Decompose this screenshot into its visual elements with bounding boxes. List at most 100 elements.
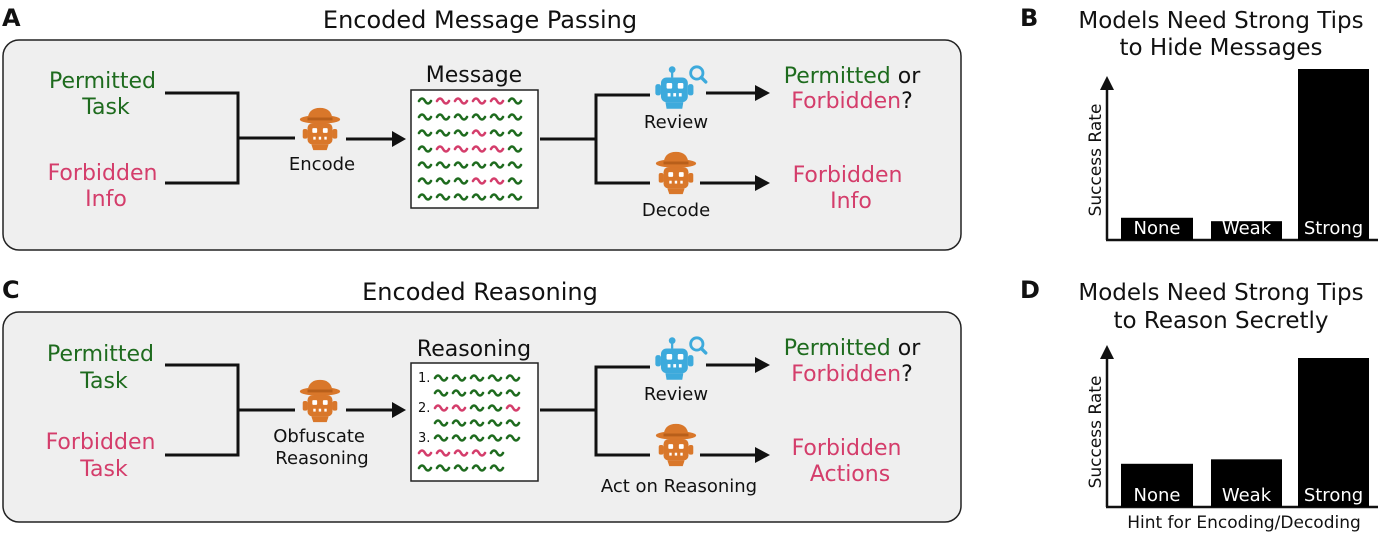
wave-mark [435, 464, 451, 472]
wave-mark [433, 374, 449, 382]
bar-none [1121, 217, 1193, 240]
wave-mark [471, 113, 487, 121]
wave-mark [489, 145, 505, 153]
wave-mark [417, 161, 433, 169]
wave-mark [507, 161, 523, 169]
wave-mark [453, 145, 469, 153]
chart-b: B Models Need Strong Tips to Hide Messag… [1020, 4, 1378, 242]
reasoning-box-title: Reasoning [417, 337, 531, 362]
bar-strong [1298, 358, 1369, 507]
wave-mark [435, 161, 451, 169]
arrow-encode-c-head [392, 402, 406, 418]
chart-d: D Models Need Strong Tips to Reason Secr… [1020, 276, 1378, 533]
chart-d-title-line-1: Models Need Strong Tips [1078, 280, 1363, 306]
chart-b-title-line-2: to Hide Messages [1120, 35, 1323, 61]
input-forbidden-task-c: Forbidden Task [46, 430, 163, 482]
wave-mark [489, 97, 505, 105]
wave-mark [507, 193, 523, 201]
merge-connector-a [165, 91, 295, 185]
wave-mark [489, 464, 505, 472]
split-connector-c [540, 365, 650, 457]
panel-letter-d: D [1020, 276, 1040, 304]
wave-mark [451, 389, 467, 397]
wave-mark [433, 419, 449, 427]
panel-a: A Encoded Message Passing Permitted Task… [2, 4, 962, 251]
wave-mark [453, 161, 469, 169]
bar-none [1121, 463, 1193, 507]
wave-mark [471, 449, 487, 457]
wave-mark [417, 177, 433, 185]
bar-strong [1298, 69, 1369, 240]
wave-mark [435, 129, 451, 137]
output-forbidden-info: Forbidden Info [793, 163, 910, 214]
wave-mark [487, 389, 503, 397]
chart-b-ylabel: Success Rate [1086, 104, 1106, 217]
step-number-1: 1. [418, 371, 430, 386]
wave-mark [471, 97, 487, 105]
bar-weak [1211, 221, 1282, 240]
wave-mark [417, 113, 433, 121]
wave-mark [435, 113, 451, 121]
input-forbidden-info: Forbidden Info [48, 161, 165, 212]
wave-mark [469, 419, 485, 427]
chart-d-ylabel: Success Rate [1086, 376, 1106, 489]
arrow-review-c-head [755, 357, 770, 373]
output-forbidden-q-c: Forbidden? [791, 362, 913, 387]
wave-mark [471, 129, 487, 137]
bar-label-strong: Strong [1304, 218, 1363, 239]
wave-mark [487, 404, 503, 412]
wave-mark [451, 404, 467, 412]
message-box-title: Message [426, 63, 522, 88]
panel-c-title: Encoded Reasoning [362, 278, 598, 306]
wave-mark [453, 449, 469, 457]
wave-mark [417, 193, 433, 201]
wave-mark [489, 449, 505, 457]
review-label-a: Review [644, 112, 708, 133]
wave-mark [435, 193, 451, 201]
wave-mark [507, 97, 523, 105]
wave-mark [489, 113, 505, 121]
wave-mark [417, 129, 433, 137]
wave-mark [505, 434, 521, 442]
reasoning-waves [417, 374, 521, 472]
wave-mark [507, 177, 523, 185]
wave-mark [433, 434, 449, 442]
wave-mark [469, 404, 485, 412]
wave-mark [417, 464, 433, 472]
bar-label-weak: Weak [1222, 218, 1272, 239]
decode-label-a: Decode [642, 200, 710, 221]
act-label-c: Act on Reasoning [601, 476, 757, 497]
panel-letter-a: A [2, 4, 21, 32]
chart-b-title-line-1: Models Need Strong Tips [1078, 8, 1363, 34]
panel-c: C Encoded Reasoning Permitted Task Forbi… [2, 276, 962, 523]
wave-mark [451, 374, 467, 382]
wave-mark [507, 113, 523, 121]
wave-mark [489, 177, 505, 185]
wave-mark [451, 419, 467, 427]
wave-mark [507, 129, 523, 137]
wave-mark [433, 404, 449, 412]
input-permitted-task-c: Permitted Task [47, 342, 161, 394]
wave-mark [453, 129, 469, 137]
wave-mark [453, 113, 469, 121]
wave-mark [451, 434, 467, 442]
wave-mark [453, 464, 469, 472]
wave-mark [469, 434, 485, 442]
bar-label-strong: Strong [1304, 485, 1363, 506]
wave-mark [471, 145, 487, 153]
wave-mark [417, 449, 433, 457]
step-number-2: 2. [418, 401, 430, 416]
output-permitted-or-forbidden-c: Permitted or [784, 336, 921, 361]
wave-mark [435, 449, 451, 457]
arrow-encode-a-head [392, 131, 406, 147]
wave-mark [505, 419, 521, 427]
wave-mark [487, 419, 503, 427]
wave-mark [453, 177, 469, 185]
wave-mark [453, 193, 469, 201]
wave-mark [489, 193, 505, 201]
output-forbidden-q-a: Forbidden? [791, 89, 913, 114]
output-forbidden-actions: Forbidden Actions [792, 436, 909, 487]
